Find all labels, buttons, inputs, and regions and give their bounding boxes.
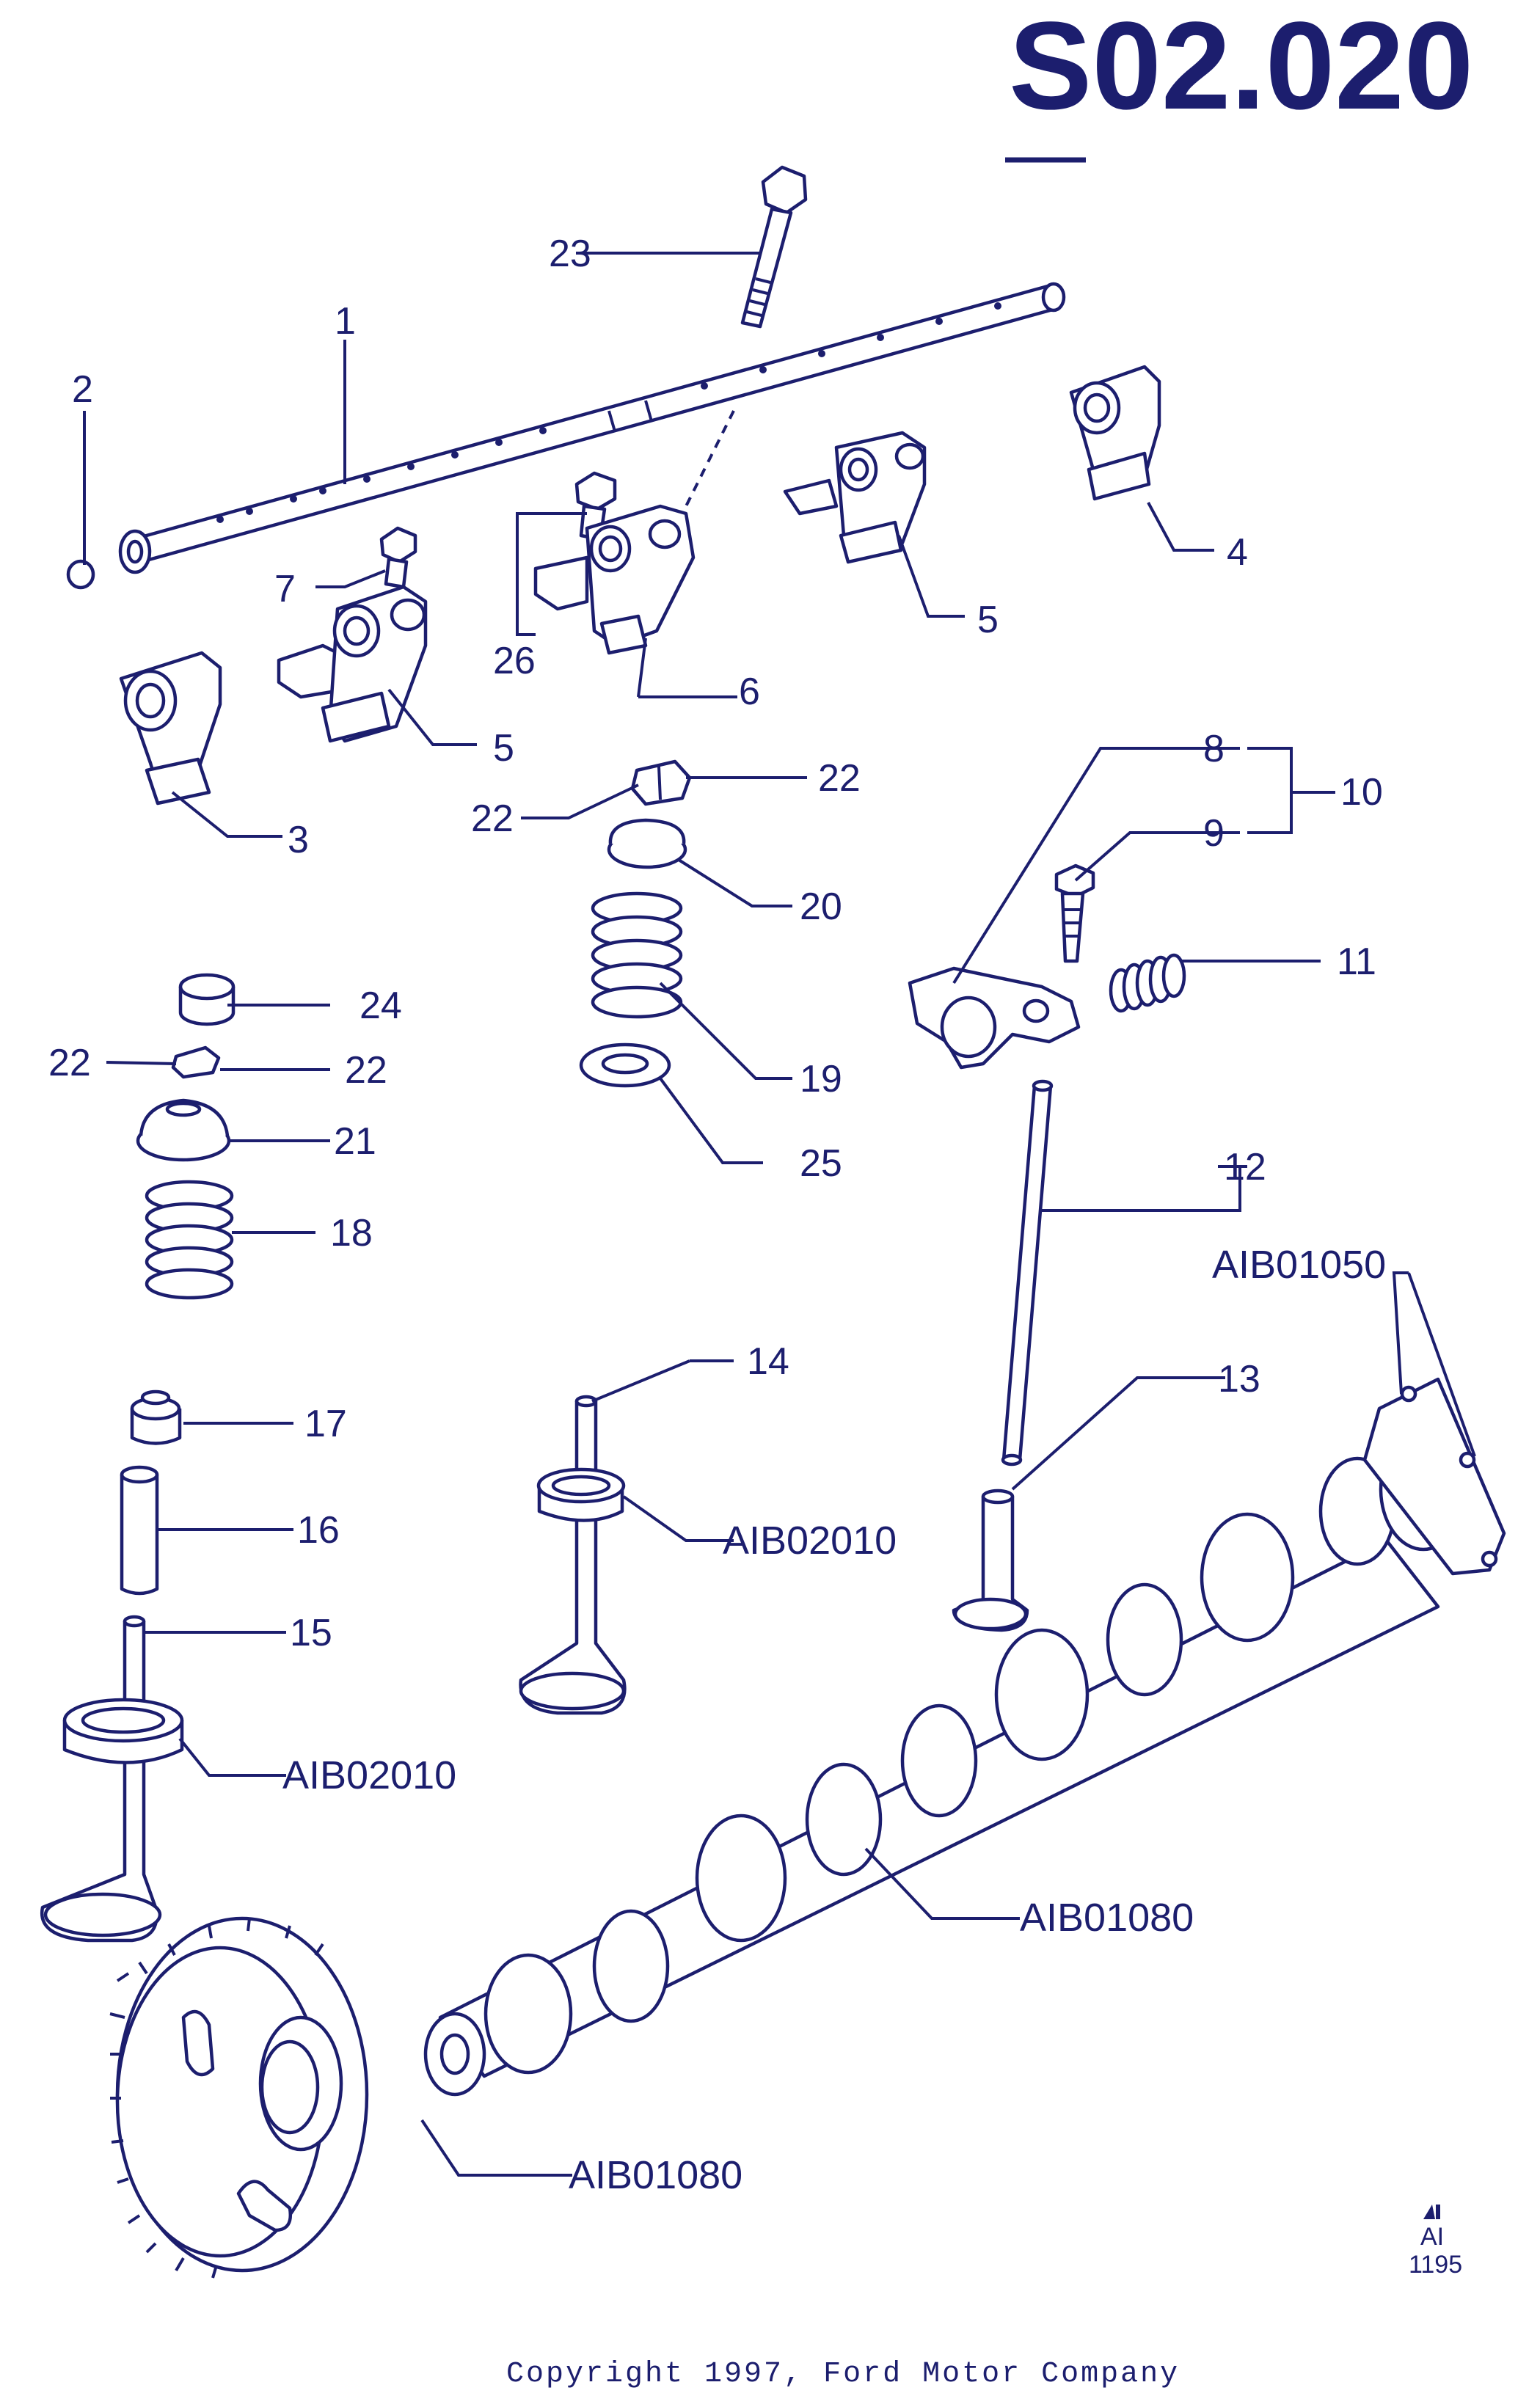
callout-14: 14 bbox=[747, 1340, 789, 1383]
callout-10: 10 bbox=[1340, 771, 1383, 814]
pushrod-12 bbox=[1001, 1079, 1054, 1467]
valve-spring-18 bbox=[145, 1180, 234, 1300]
bolt-7 bbox=[379, 526, 417, 589]
spring-retainer-21 bbox=[136, 1098, 231, 1162]
callout-5-left: 5 bbox=[493, 727, 514, 770]
callout-labels: 1 2 3 4 5 5 6 7 8 9 10 11 12 13 14 15 16… bbox=[48, 233, 1383, 1654]
callout-26: 26 bbox=[493, 640, 536, 682]
valve-stem-seal-17 bbox=[130, 1389, 182, 1445]
callout-11: 11 bbox=[1337, 940, 1376, 983]
logo-code: 1195 bbox=[1409, 2251, 1462, 2279]
rocker-pedestal-5-right bbox=[783, 431, 927, 564]
camshaft-thrust-plate bbox=[1362, 1377, 1506, 1576]
callout-23: 23 bbox=[549, 233, 591, 275]
callout-16: 16 bbox=[297, 1509, 340, 1552]
callout-12: 12 bbox=[1224, 1146, 1266, 1188]
callout-22-lower-left: 22 bbox=[48, 1042, 91, 1084]
rocker-pedestal-5-left bbox=[277, 585, 428, 743]
callout-15: 15 bbox=[290, 1612, 332, 1654]
tappet-13 bbox=[952, 1489, 1029, 1632]
end-bracket-3 bbox=[119, 651, 222, 806]
adjuster-screw-9 bbox=[1054, 863, 1095, 963]
ref-valve-14: AIB02010 bbox=[723, 1519, 897, 1563]
callout-7: 7 bbox=[274, 568, 296, 610]
rocker-pedestal-6 bbox=[533, 504, 696, 655]
valve-14 bbox=[519, 1395, 627, 1715]
callout-22-upper-right: 22 bbox=[818, 757, 861, 800]
ref-camshaft-sprocket: AIB01080 bbox=[569, 2153, 742, 2197]
callout-8: 8 bbox=[1203, 728, 1225, 770]
callout-22-lower-right: 22 bbox=[345, 1049, 387, 1092]
collets-22-upper bbox=[630, 759, 692, 806]
spring-retainer-20 bbox=[607, 818, 687, 869]
callout-24: 24 bbox=[360, 985, 402, 1027]
valve-cap-24 bbox=[178, 973, 236, 1026]
callout-25: 25 bbox=[800, 1142, 842, 1185]
rocker-shaft bbox=[118, 282, 1066, 574]
ai-logo bbox=[1423, 2205, 1440, 2219]
valve-15 bbox=[40, 1615, 184, 1943]
end-bracket-4 bbox=[1069, 365, 1161, 501]
callout-21: 21 bbox=[334, 1120, 376, 1163]
callout-22-upper-left: 22 bbox=[471, 797, 514, 840]
reference-labels: AIB01050 AIB02010 AIB02010 AIB01080 AIB0… bbox=[282, 1243, 1386, 2197]
ref-camshaft: AIB01080 bbox=[1020, 1896, 1194, 1940]
callout-5-right: 5 bbox=[977, 599, 999, 641]
valve-guide-16 bbox=[120, 1465, 159, 1596]
callout-17: 17 bbox=[304, 1403, 347, 1445]
callout-20: 20 bbox=[800, 885, 842, 928]
callout-4: 4 bbox=[1227, 531, 1248, 574]
copyright-notice: Copyright 1997, Ford Motor Company bbox=[506, 2358, 1180, 2391]
rocker-spring-11 bbox=[1109, 953, 1186, 1013]
callout-1: 1 bbox=[335, 300, 356, 343]
callout-2: 2 bbox=[72, 368, 93, 411]
callout-19: 19 bbox=[800, 1058, 842, 1100]
collets-22-lower bbox=[171, 1045, 221, 1079]
spring-seat-washer-25 bbox=[579, 1042, 671, 1088]
rocker-arm-10 bbox=[908, 966, 1081, 1070]
leader-lines bbox=[83, 252, 1476, 2177]
shaft-plug bbox=[66, 559, 95, 590]
callout-13: 13 bbox=[1218, 1358, 1260, 1400]
ref-camshaft-thrust-plate: AIB01050 bbox=[1212, 1243, 1386, 1287]
callout-6: 6 bbox=[739, 671, 760, 713]
bolt-23 bbox=[674, 165, 808, 529]
diagram-title: S02.020 bbox=[1009, 0, 1473, 136]
logo-text: AI bbox=[1420, 2223, 1444, 2251]
callout-3: 3 bbox=[288, 819, 309, 861]
ref-valve-15: AIB02010 bbox=[282, 1753, 456, 1797]
callout-18: 18 bbox=[330, 1212, 373, 1254]
camshaft-sprocket bbox=[109, 1916, 369, 2279]
valve-spring-19 bbox=[591, 891, 683, 1019]
callout-9: 9 bbox=[1203, 812, 1225, 855]
